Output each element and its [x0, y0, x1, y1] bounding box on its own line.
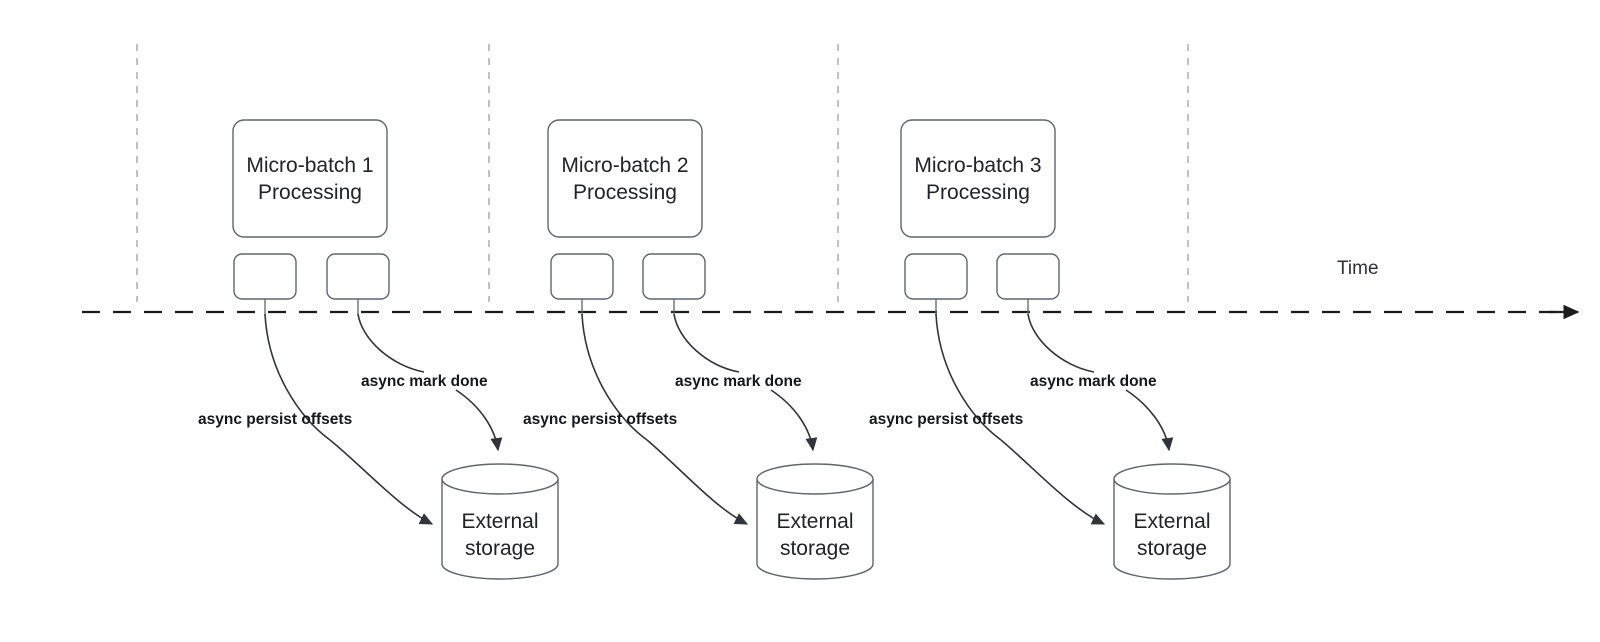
- batch-2-group: Micro-batch 2 Processing async persist o…: [523, 119, 874, 580]
- batch-3-box-label-line2: Processing: [926, 181, 1030, 204]
- external-storage-1[interactable]: External storage: [441, 463, 559, 580]
- batch-2-box-label-line2: Processing: [573, 181, 677, 204]
- external-storage-2-top: [756, 463, 874, 495]
- batch-2-box[interactable]: [547, 119, 703, 238]
- async-mark-done-1-label: async mark done: [361, 373, 488, 390]
- tick-lines-group: [136, 44, 1189, 302]
- task-slot-2b[interactable]: [642, 253, 706, 300]
- async-persist-offsets-3-arrow: [935, 313, 1002, 441]
- async-persist-offsets-3-arrow-tail: [1000, 439, 1106, 525]
- task-slot-1b[interactable]: [326, 253, 390, 300]
- external-storage-1-label-line2: storage: [465, 537, 535, 560]
- async-persist-offsets-1-label: async persist offsets: [198, 411, 352, 428]
- async-persist-offsets-2-arrow: [581, 313, 648, 441]
- async-mark-done-1-arrow-tail: [455, 389, 503, 452]
- batch-1-box-label-line2: Processing: [258, 181, 362, 204]
- external-storage-3-body: [1113, 479, 1231, 580]
- external-storage-3-label-line2: storage: [1137, 537, 1207, 560]
- async-persist-offsets-1-arrow: [264, 313, 331, 441]
- task-slot-1a[interactable]: [233, 253, 297, 300]
- async-mark-done-1-arrow: [357, 313, 425, 373]
- async-mark-done-3-label: async mark done: [1030, 373, 1157, 390]
- batch-1-box-label-line1: Micro-batch 1: [246, 154, 373, 177]
- async-mark-done-2-arrow: [673, 313, 740, 373]
- external-storage-3-label-line1: External: [1133, 510, 1210, 533]
- batch-3-box-label-line1: Micro-batch 3: [914, 154, 1041, 177]
- task-slot-3b[interactable]: [996, 253, 1060, 300]
- batch-3-group: Micro-batch 3 Processing async persist o…: [869, 119, 1231, 580]
- batch-1-group: Micro-batch 1 Processing async persist o…: [198, 119, 559, 580]
- async-persist-offsets-1-arrow-tail: [329, 439, 434, 525]
- external-storage-2-label-line1: External: [776, 510, 853, 533]
- external-storage-2-body: [756, 479, 874, 580]
- external-storage-1-label-line1: External: [461, 510, 538, 533]
- external-storage-3-top: [1113, 463, 1231, 495]
- async-mark-done-3-arrow-tail: [1125, 389, 1174, 452]
- batch-1-box[interactable]: [232, 119, 388, 238]
- task-slot-3a[interactable]: [904, 253, 968, 300]
- external-storage-1-top: [441, 463, 559, 495]
- external-storage-3[interactable]: External storage: [1113, 463, 1231, 580]
- batch-3-box[interactable]: [900, 119, 1056, 238]
- async-mark-done-2-arrow-tail: [770, 389, 818, 452]
- async-mark-done-3-arrow: [1027, 313, 1095, 373]
- batch-2-box-label-line1: Micro-batch 2: [561, 154, 688, 177]
- async-mark-done-2-label: async mark done: [675, 373, 802, 390]
- task-slot-2a[interactable]: [550, 253, 614, 300]
- external-storage-1-body: [441, 479, 559, 580]
- external-storage-2-label-line2: storage: [780, 537, 850, 560]
- time-axis-label: Time: [1337, 258, 1379, 279]
- async-persist-offsets-2-arrow-tail: [646, 439, 749, 525]
- async-persist-offsets-2-label: async persist offsets: [523, 411, 677, 428]
- external-storage-2[interactable]: External storage: [756, 463, 874, 580]
- async-persist-offsets-3-label: async persist offsets: [869, 411, 1023, 428]
